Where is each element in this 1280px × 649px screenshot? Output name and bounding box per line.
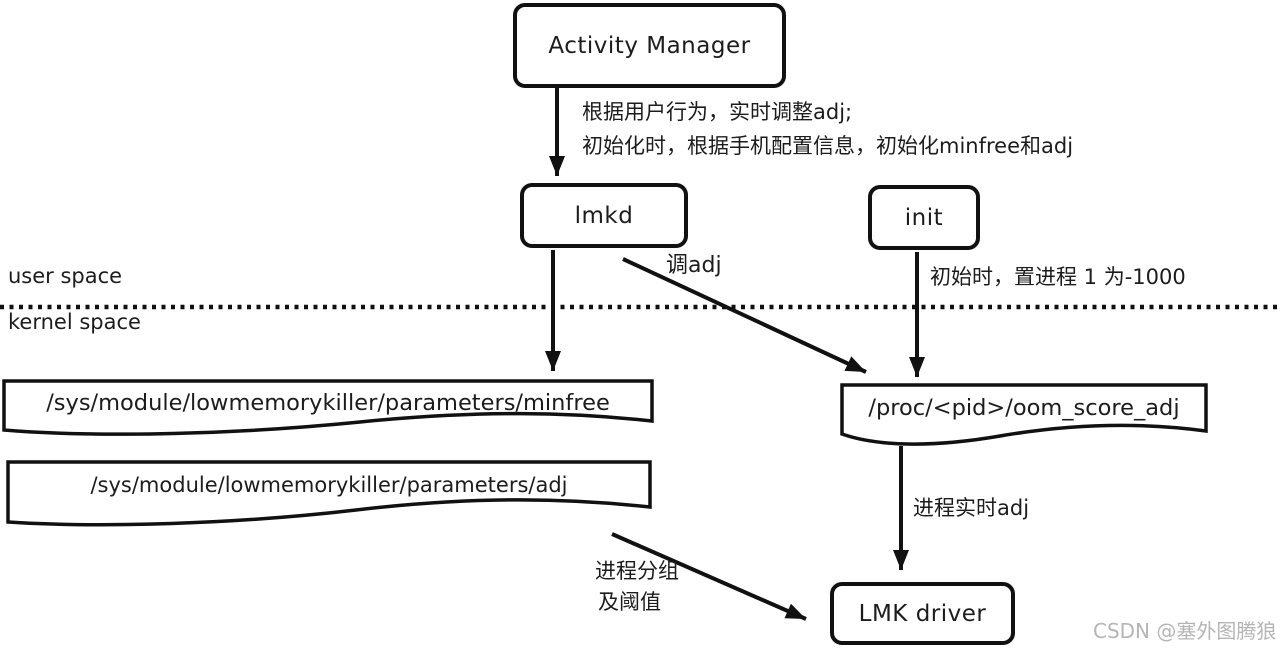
node-init-label: init [904,204,944,231]
label-tune-adj: 调adj [666,253,722,278]
annotation-adjust-line1: 根据用户行为，实时调整adj; [582,100,853,124]
label-user-space: user space [8,264,123,288]
doc-box-minfree [2,379,654,436]
path-adj-label: /sys/module/lowmemorykiller/parameters/a… [90,473,568,497]
label-realtime-adj: 进程实时adj [913,496,1030,520]
label-process-group-line1: 进程分组 [595,559,679,583]
label-init-note: 初始时，置进程 1 为-1000 [930,265,1186,289]
csdn-watermark: CSDN @塞外图腾狼 [1093,619,1277,643]
node-init: init [868,185,980,250]
path-minfree-label: /sys/module/lowmemorykiller/parameters/m… [46,390,610,416]
label-process-group-line2: 及阈值 [598,590,661,614]
node-lmkd-label: lmkd [574,202,634,229]
label-kernel-space: kernel space [8,310,141,334]
doc-box-oom-score-adj [840,383,1208,446]
annotation-adjust-line2: 初始化时，根据手机配置信息，初始化minfree和adj [582,134,1074,158]
node-activity-manager-label: Activity Manager [548,32,751,59]
arrow-lmkd-to-oom-score-adj [622,257,867,374]
node-lmk-driver: LMK driver [830,582,1015,645]
arrow-adj-to-lmkdriver [611,532,807,621]
node-lmkd: lmkd [520,183,688,248]
node-lmk-driver-label: LMK driver [858,600,987,627]
doc-box-adj [6,460,652,527]
node-activity-manager: Activity Manager [513,3,786,88]
path-oom-score-adj-label: /proc/<pid>/oom_score_adj [868,395,1180,421]
